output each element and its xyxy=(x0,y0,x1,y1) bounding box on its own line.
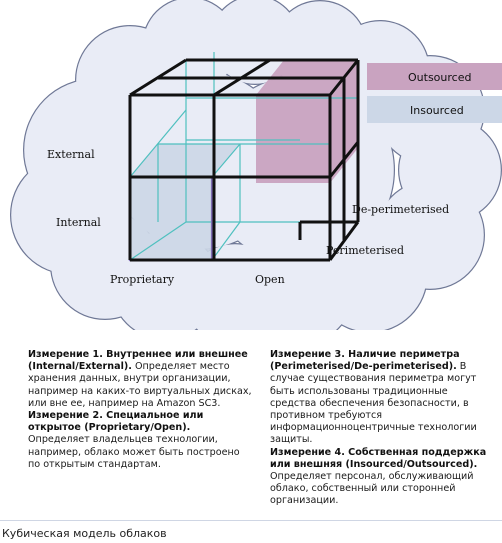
inner-grid-line xyxy=(129,109,187,178)
label-internal: Internal xyxy=(56,216,101,229)
dimension-2-body: Определяет владельцев технологии, наприм… xyxy=(28,434,240,470)
dimension-4: Измерение 4. Собственная поддержка или в… xyxy=(270,447,492,508)
figure-caption: Кубическая модель облаков xyxy=(2,527,167,540)
label-proprietary: Proprietary xyxy=(110,273,175,286)
legend-outsourced-label: Outsourced xyxy=(408,71,471,84)
dimension-3-body: В случае существования периметра могут б… xyxy=(270,361,477,446)
label-perimeterised: Perimeterised xyxy=(326,244,404,257)
dimension-3: Измерение 3. Наличие периметра (Perimete… xyxy=(270,349,492,447)
legend-insourced-label: Insourced xyxy=(410,104,464,117)
dimension-2-title: Измерение 2. Специальное или открытое (P… xyxy=(28,410,204,434)
label-external: External xyxy=(47,148,95,161)
dimension-1: Измерение 1. Внутреннее или внешнее (Int… xyxy=(28,349,254,410)
dimension-2: Измерение 2. Специальное или открытое (P… xyxy=(28,410,254,471)
dimension-1-title: Измерение 1. Внутреннее или внешнее (Int… xyxy=(28,349,248,373)
cube-edges xyxy=(128,58,360,262)
description-column-left: Измерение 1. Внутреннее или внешнее (Int… xyxy=(28,349,254,471)
label-deperimeterised: De-perimeterised xyxy=(352,203,449,216)
dimension-4-title: Измерение 4. Собственная поддержка или в… xyxy=(270,446,487,470)
dimension-1-body: Определяет место хранения данных, внутри… xyxy=(28,361,252,409)
dimension-4-body: Определяет персонал, обслуживающий облак… xyxy=(270,471,474,507)
inner-grid-line xyxy=(211,221,241,261)
dimension-3-title: Измерение 3. Наличие периметра (Perimete… xyxy=(270,349,460,373)
divider xyxy=(0,520,502,521)
description-column-right: Измерение 3. Наличие периметра (Perimete… xyxy=(270,349,492,508)
inner-grid-line xyxy=(211,143,241,178)
cloud-cube-diagram: Outsourced Insourced External Internal P… xyxy=(10,0,502,330)
inner-grid-lines xyxy=(129,52,358,261)
legend-outsourced-swatch xyxy=(367,63,502,90)
inner-grid-line xyxy=(129,221,187,261)
label-open: Open xyxy=(255,273,285,286)
cube-edge xyxy=(328,221,360,261)
legend-insourced-swatch xyxy=(367,96,502,123)
